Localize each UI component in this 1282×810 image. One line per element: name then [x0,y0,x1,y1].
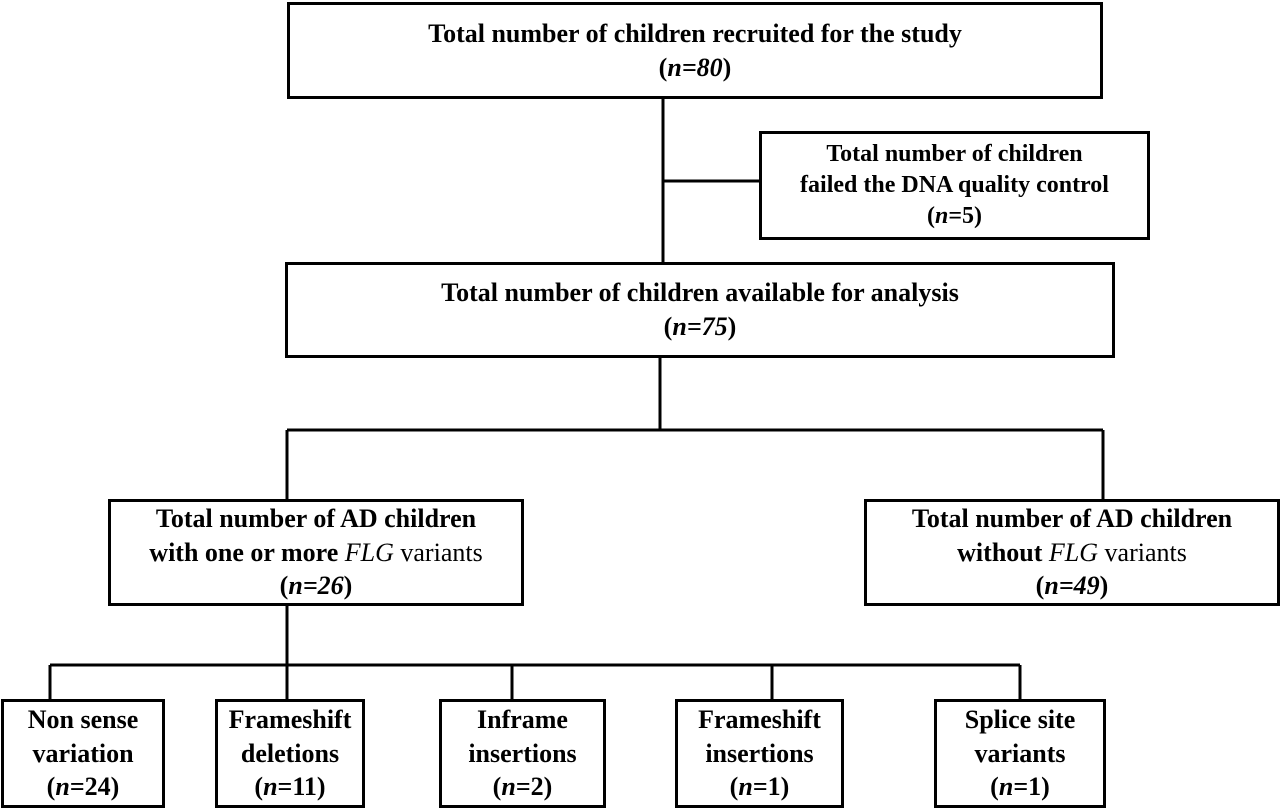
without-variants-label-1: Total number of AD children [911,503,1233,533]
fs-deletions-label-1: Frameshift [228,704,352,734]
inframe-label-1: Inframe [477,704,568,734]
fs-deletions-count: (n=11) [254,772,326,802]
with-variants-label-1: Total number of AD children [155,503,477,533]
box-recruited: Total number of children recruited for t… [287,2,1103,99]
fs-insertions-count: (n=1) [729,772,790,802]
recruited-label: Total number of children recruited for t… [428,18,962,48]
available-count: (n=75) [663,312,737,341]
inframe-label-2: insertions [468,738,577,768]
available-label: Total number of children available for a… [441,278,959,308]
without-variants-label-2: without FLG variants [957,537,1187,567]
splice-count: (n=1) [990,772,1050,802]
box-nonsense-variation: Non sense variation (n=24) [1,699,165,808]
nonsense-label-2: variation [32,738,134,768]
fs-deletions-label-2: deletions [240,738,340,768]
splice-label-2: variants [974,738,1066,768]
box-splice-site-variants: Splice site variants (n=1) [934,699,1106,808]
without-variants-count: (n=49) [1035,571,1109,601]
box-with-flg-variants: Total number of AD children with one or … [108,499,524,606]
box-frameshift-insertions: Frameshift insertions (n=1) [675,699,844,808]
box-without-flg-variants: Total number of AD children without FLG … [864,499,1280,606]
with-variants-label-2: with one or more FLG variants [149,537,483,567]
with-variants-count: (n=26) [279,571,353,601]
recruited-count: (n=80) [658,52,732,82]
splice-label-1: Splice site [964,704,1076,734]
nonsense-label-1: Non sense [27,704,139,734]
box-inframe-insertions: Inframe insertions (n=2) [439,699,606,808]
nonsense-count: (n=24) [46,772,120,802]
failed-qc-count: (n=5) [926,203,983,230]
failed-qc-label-2: failed the DNA quality control [800,171,1109,198]
fs-insertions-label-2: insertions [705,738,814,768]
inframe-count: (n=2) [492,772,553,802]
failed-qc-label-1: Total number of children [826,140,1083,167]
fs-insertions-label-1: Frameshift [698,704,821,734]
box-failed-qc: Total number of children failed the DNA … [759,131,1150,240]
box-frameshift-deletions: Frameshift deletions (n=11) [215,699,365,808]
box-available: Total number of children available for a… [285,262,1115,358]
